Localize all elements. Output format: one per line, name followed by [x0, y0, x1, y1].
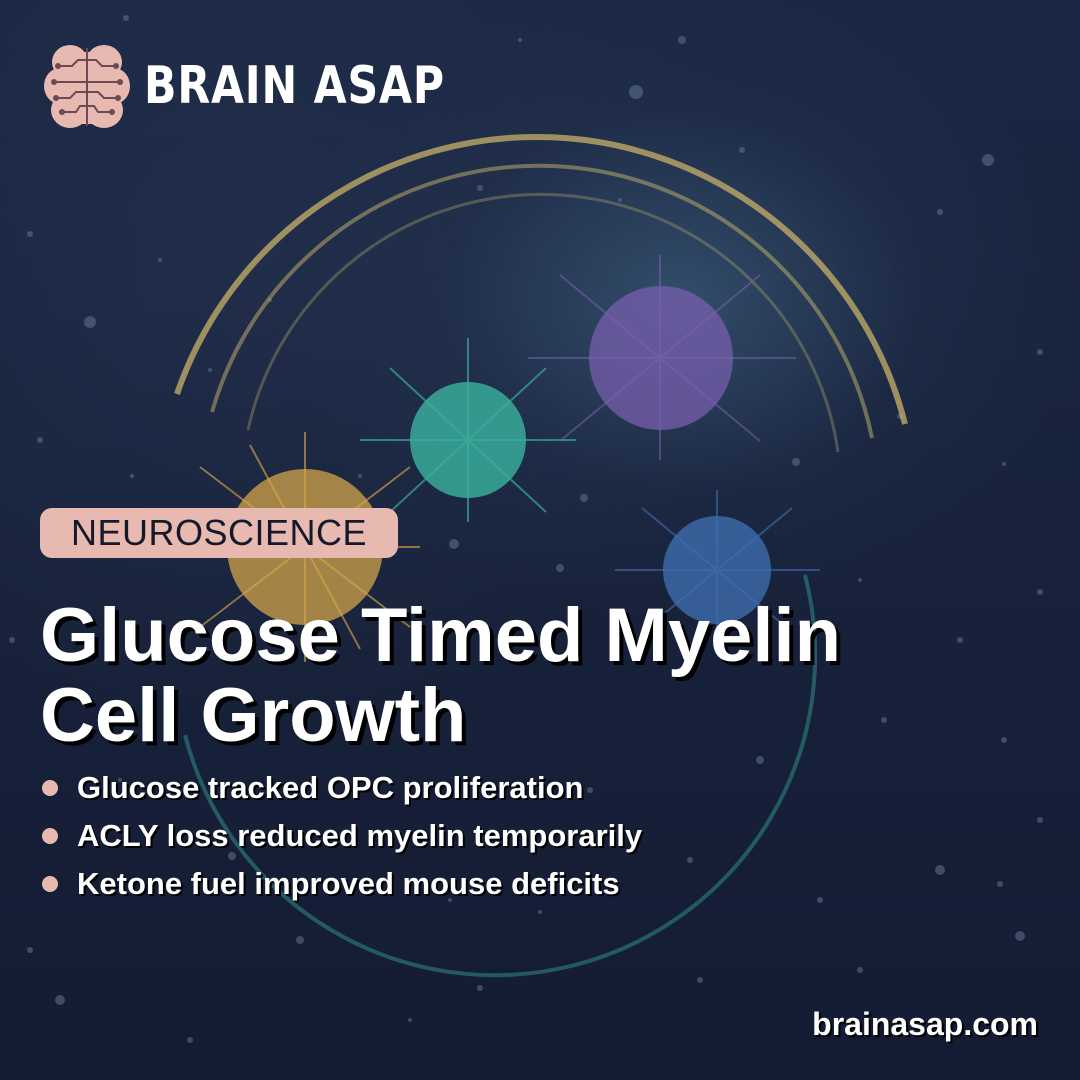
- headline: Glucose Timed Myelin Cell Growth: [40, 596, 1040, 756]
- purple-cell: [528, 255, 796, 460]
- headline-line-2: Cell Growth: [40, 673, 467, 758]
- list-item: Glucose tracked OPC proliferation: [40, 764, 642, 812]
- category-label: NEUROSCIENCE: [70, 512, 368, 553]
- bullet-dot-icon: [42, 780, 58, 796]
- website-url: brainasap.com: [812, 1006, 1038, 1042]
- blue-cell: [615, 490, 820, 650]
- particle-dots: [9, 15, 1043, 1043]
- bullet-text: Ketone fuel improved mouse deficits: [77, 866, 620, 901]
- list-item: Ketone fuel improved mouse deficits: [40, 860, 642, 908]
- orbit-arcs: [174, 133, 908, 978]
- bullet-text: ACLY loss reduced myelin temporarily: [77, 818, 643, 853]
- brain-circuit-icon: [44, 45, 130, 128]
- bullet-dot-icon: [42, 876, 58, 892]
- category-badge: NEUROSCIENCE: [40, 508, 398, 558]
- bullet-dot-icon: [42, 828, 58, 844]
- headline-line-1: Glucose Timed Myelin: [40, 593, 842, 678]
- bullet-text: Glucose tracked OPC proliferation: [77, 770, 584, 805]
- teal-cell: [360, 338, 576, 522]
- key-findings-list: Glucose tracked OPC proliferation ACLY l…: [40, 764, 642, 908]
- brand-name: BRAIN ASAP: [144, 56, 445, 116]
- brand-logo: BRAIN ASAP: [44, 40, 511, 132]
- list-item: ACLY loss reduced myelin temporarily: [40, 812, 642, 860]
